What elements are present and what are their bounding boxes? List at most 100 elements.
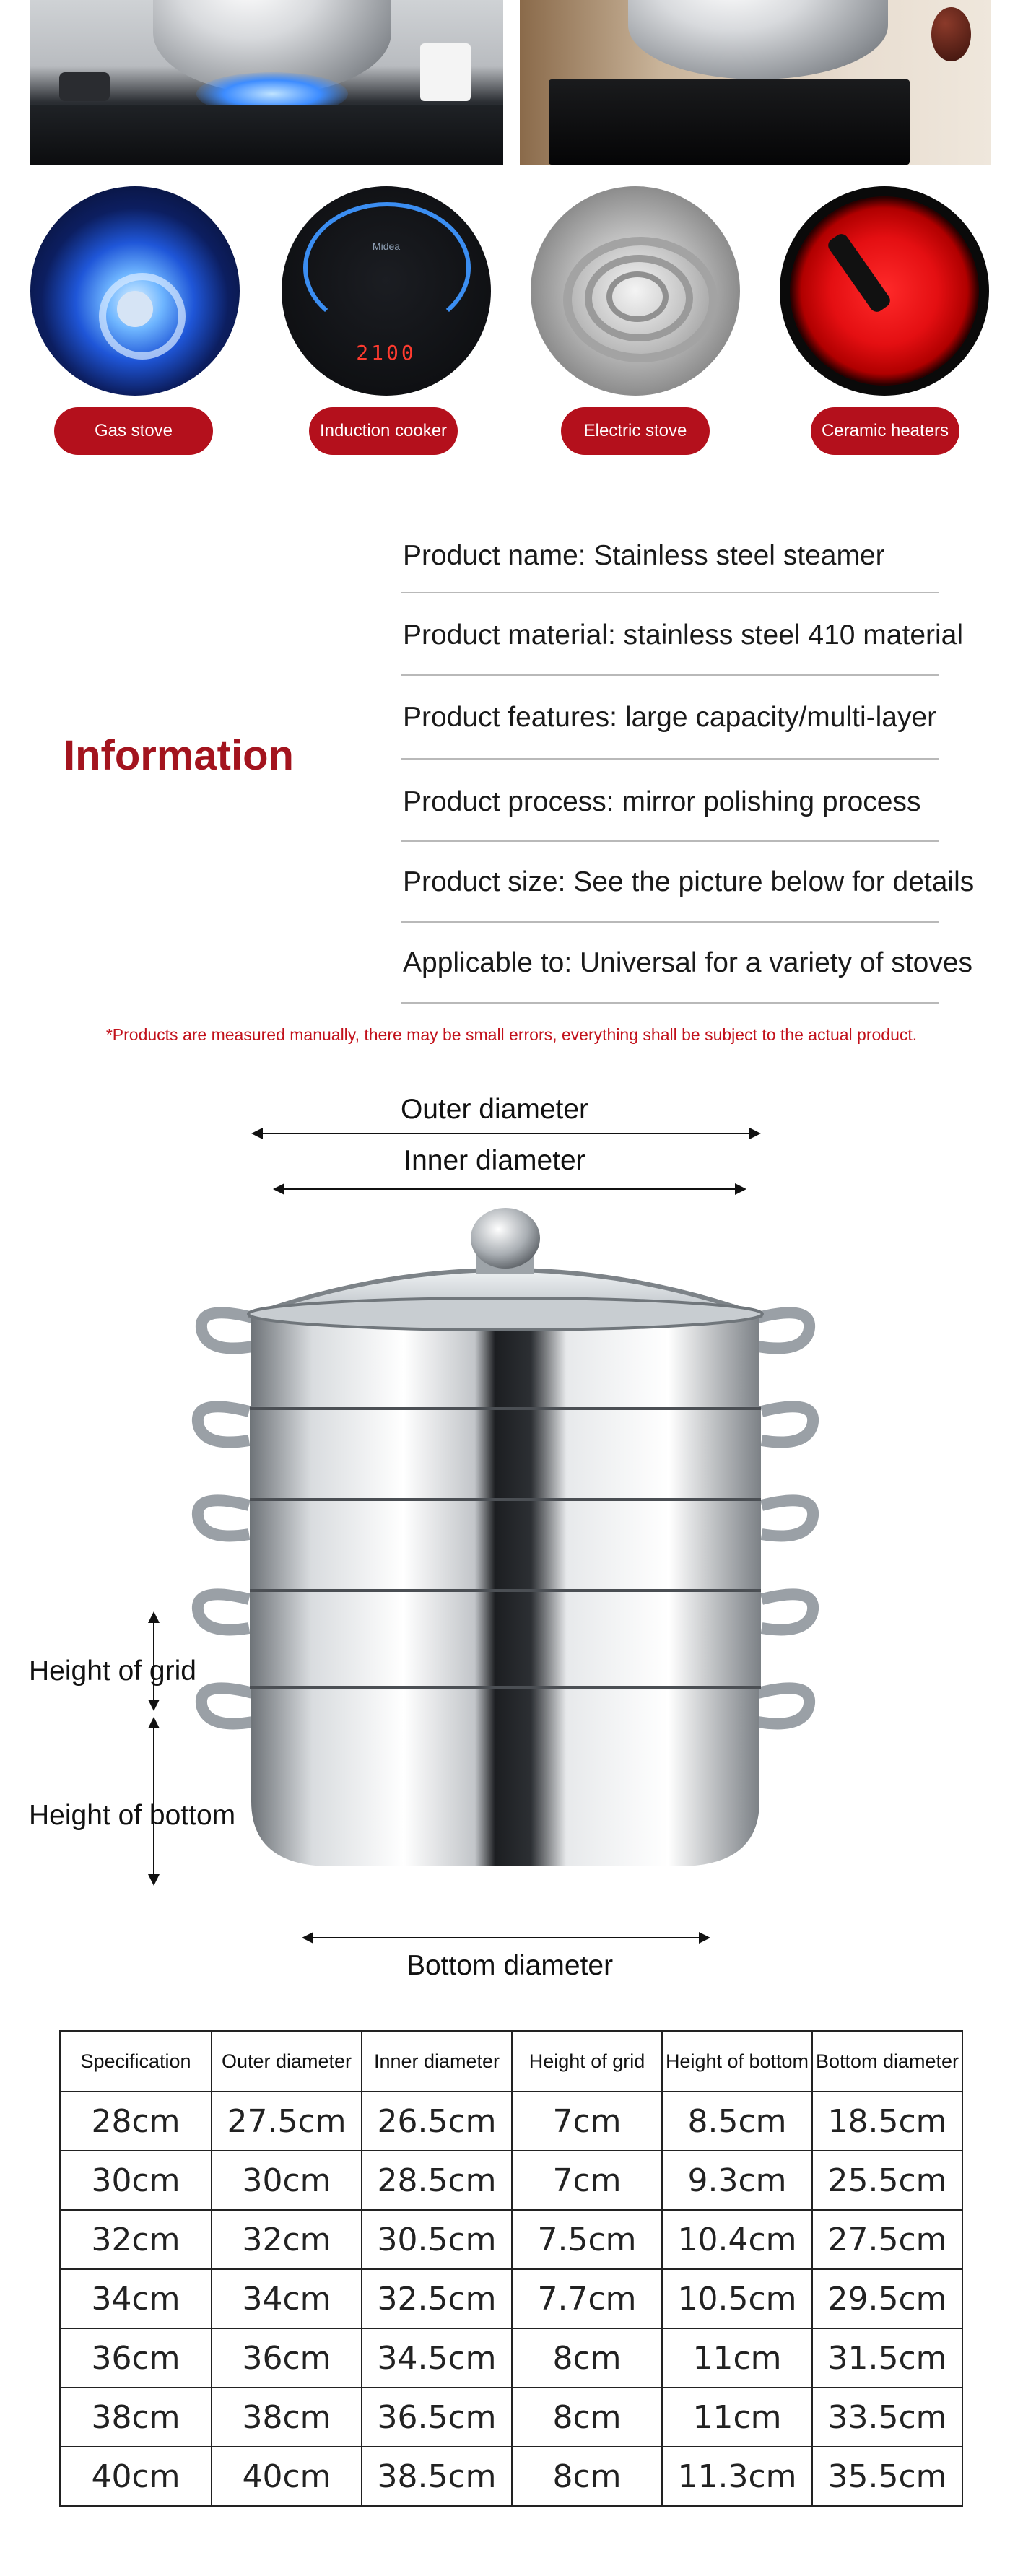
induction-cooker-photo	[520, 0, 991, 165]
arrow-left-icon	[273, 1183, 284, 1195]
arrow-down-icon	[148, 1700, 160, 1711]
table-row: 36cm 36cm 34.5cm 8cm 11cm 31.5cm	[59, 2328, 963, 2388]
arrow-up-icon	[148, 1717, 160, 1728]
gas-stove-photo	[30, 0, 503, 165]
table-row: 38cm 38cm 36.5cm 8cm 11cm 33.5cm	[59, 2387, 963, 2447]
induction-brand: Midea	[372, 240, 401, 252]
info-divider	[401, 921, 939, 923]
inner-diameter-line	[283, 1188, 738, 1190]
table-row: 32cm 32cm 30.5cm 7.5cm 10.4cm 27.5cm	[59, 2209, 963, 2270]
arrow-right-icon	[749, 1128, 761, 1139]
stove-label-induction: Induction cooker	[309, 407, 458, 455]
table-cell: 35.5cm	[811, 2446, 963, 2507]
electric-stove-icon	[531, 186, 740, 396]
info-product-name: Product name: Stainless steel steamer	[403, 540, 885, 571]
table-cell: 11cm	[661, 2387, 813, 2447]
arrow-up-icon	[148, 1611, 160, 1623]
table-cell: 27.5cm	[811, 2209, 963, 2270]
table-header-row: Specification Outer diameter Inner diame…	[59, 2030, 963, 2092]
table-cell: 32cm	[211, 2209, 362, 2270]
header-bottom-diameter: Bottom diameter	[811, 2030, 963, 2092]
info-product-features: Product features: large capacity/multi-l…	[403, 702, 937, 733]
table-cell: 27.5cm	[211, 2091, 362, 2151]
arrow-left-icon	[251, 1128, 263, 1139]
induction-display: 2100	[356, 341, 417, 365]
bottom-diameter-label: Bottom diameter	[406, 1950, 614, 1981]
info-divider	[401, 1002, 939, 1004]
table-cell: 11cm	[661, 2328, 813, 2388]
table-cell: 40cm	[59, 2446, 212, 2507]
info-divider	[401, 758, 939, 760]
height-of-bottom-label: Height of bottom	[29, 1800, 236, 1831]
table-cell: 28.5cm	[361, 2150, 513, 2211]
info-product-material: Product material: stainless steel 410 ma…	[403, 619, 964, 650]
info-applicable-to: Applicable to: Universal for a variety o…	[403, 947, 973, 978]
table-cell: 7.7cm	[511, 2268, 663, 2329]
outer-diameter-label: Outer diameter	[400, 1094, 589, 1125]
table-cell: 11.3cm	[661, 2446, 813, 2507]
table-cell: 26.5cm	[361, 2091, 513, 2151]
stove-label-electric: Electric stove	[561, 407, 710, 455]
table-cell: 31.5cm	[811, 2328, 963, 2388]
grid-height-line	[153, 1620, 154, 1701]
table-row: 40cm 40cm 38.5cm 8cm 11.3cm 35.5cm	[59, 2446, 963, 2507]
info-divider	[401, 674, 939, 676]
header-height-of-grid: Height of grid	[511, 2030, 663, 2092]
table-cell: 7cm	[511, 2150, 663, 2211]
header-inner-diameter: Inner diameter	[361, 2030, 513, 2092]
table-cell: 38cm	[59, 2387, 212, 2447]
table-cell: 8.5cm	[661, 2091, 813, 2151]
table-cell: 28cm	[59, 2091, 212, 2151]
table-row: 34cm 34cm 32.5cm 7.7cm 10.5cm 29.5cm	[59, 2268, 963, 2329]
header-outer-diameter: Outer diameter	[211, 2030, 362, 2092]
table-cell: 33.5cm	[811, 2387, 963, 2447]
ceramic-heater-icon	[780, 186, 989, 396]
arrow-right-icon	[699, 1932, 710, 1944]
arrow-left-icon	[302, 1932, 313, 1944]
info-product-size: Product size: See the picture below for …	[403, 866, 975, 897]
table-cell: 10.4cm	[661, 2209, 813, 2270]
gas-stove-icon	[30, 186, 240, 396]
table-cell: 8cm	[511, 2387, 663, 2447]
table-cell: 30.5cm	[361, 2209, 513, 2270]
table-cell: 32.5cm	[361, 2268, 513, 2329]
height-of-grid-label: Height of grid	[29, 1655, 196, 1687]
table-cell: 38cm	[211, 2387, 362, 2447]
stove-label-ceramic: Ceramic heaters	[811, 407, 959, 455]
table-cell: 30cm	[211, 2150, 362, 2211]
table-row: 30cm 30cm 28.5cm 7cm 9.3cm 25.5cm	[59, 2150, 963, 2211]
table-cell: 40cm	[211, 2446, 362, 2507]
table-cell: 38.5cm	[361, 2446, 513, 2507]
table-cell: 34.5cm	[361, 2328, 513, 2388]
header-specification: Specification	[59, 2030, 212, 2092]
steamer-illustration	[191, 1208, 819, 1866]
info-divider	[401, 840, 939, 842]
bottom-height-line	[153, 1726, 154, 1876]
table-cell: 36cm	[211, 2328, 362, 2388]
table-cell: 36cm	[59, 2328, 212, 2388]
size-table: Specification Outer diameter Inner diame…	[59, 2030, 963, 2507]
table-cell: 32cm	[59, 2209, 212, 2270]
table-cell: 7cm	[511, 2091, 663, 2151]
table-cell: 7.5cm	[511, 2209, 663, 2270]
table-cell: 34cm	[59, 2268, 212, 2329]
info-divider	[401, 592, 939, 593]
inner-diameter-label: Inner diameter	[404, 1145, 585, 1176]
arrow-right-icon	[735, 1183, 746, 1195]
info-heading: Information	[64, 732, 294, 779]
table-cell: 8cm	[511, 2328, 663, 2388]
table-cell: 9.3cm	[661, 2150, 813, 2211]
header-height-of-bottom: Height of bottom	[661, 2030, 813, 2092]
table-cell: 18.5cm	[811, 2091, 963, 2151]
table-cell: 8cm	[511, 2446, 663, 2507]
stove-label-gas: Gas stove	[54, 407, 213, 455]
table-row: 28cm 27.5cm 26.5cm 7cm 8.5cm 18.5cm	[59, 2091, 963, 2151]
table-cell: 34cm	[211, 2268, 362, 2329]
outer-diameter-line	[261, 1133, 752, 1134]
info-product-process: Product process: mirror polishing proces…	[403, 786, 921, 817]
table-cell: 25.5cm	[811, 2150, 963, 2211]
table-cell: 10.5cm	[661, 2268, 813, 2329]
arrow-down-icon	[148, 1874, 160, 1886]
table-cell: 30cm	[59, 2150, 212, 2211]
bottom-diameter-line	[312, 1937, 702, 1938]
